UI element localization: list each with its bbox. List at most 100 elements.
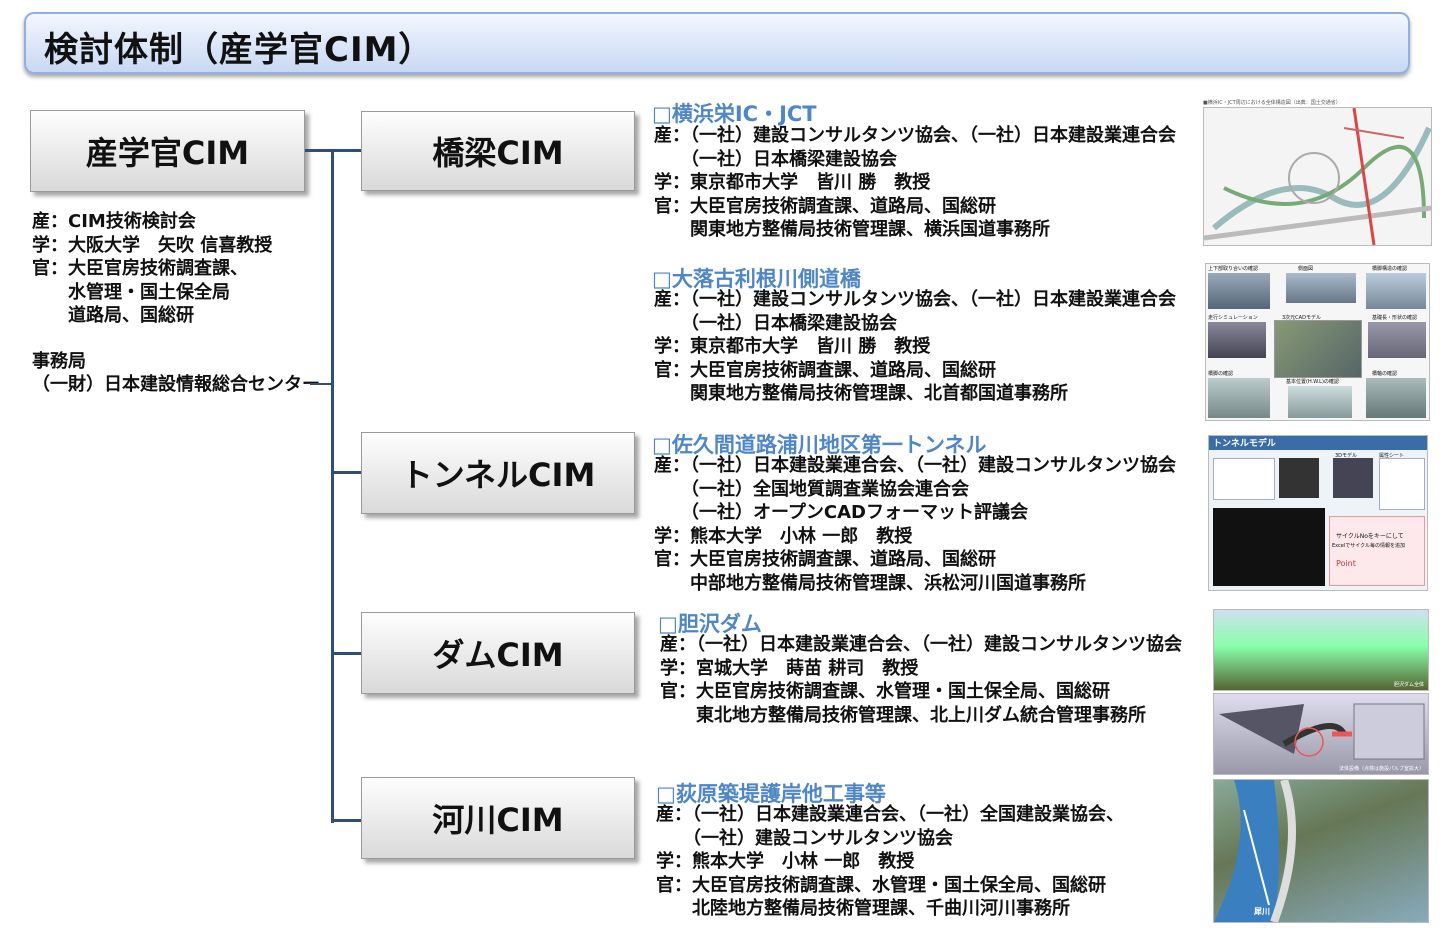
connector-tunnel <box>331 471 361 474</box>
thumb-dam-overview: 胆沢ダム全体 <box>1213 609 1429 691</box>
office-label: 事務局 <box>32 351 86 372</box>
tunnel-panel <box>1379 458 1425 510</box>
river-drawing <box>1214 780 1296 922</box>
tunnel-panel <box>1279 458 1319 498</box>
collage-label: 橋脚構造の確認 <box>1372 266 1408 272</box>
detail-line: 産：（一社）日本建設業連合会、（一社）全国建設業協会、 <box>656 804 1124 825</box>
project-title-isawa: □胆沢ダム <box>658 612 762 636</box>
project-details-ootoshi: 産：（一社）建設コンサルタンツ協会、（一社）日本建設業連合会 （一社）日本橋梁建… <box>654 288 1176 406</box>
collage-label: 基本位置(H.W.L)の確認 <box>1286 379 1339 385</box>
collage-panel <box>1208 273 1270 309</box>
tunnel-point: Point <box>1336 559 1356 568</box>
box-dam-label: ダムCIM <box>432 636 564 674</box>
collage-label: 3次元CADモデル <box>1282 315 1321 321</box>
detail-line: 学：東京都市大学 皆川 勝 教授 <box>654 172 931 193</box>
detail-line: （一社）建設コンサルタンツ協会 <box>656 827 953 849</box>
main-info: 産：CIM技術検討会 学：大阪大学 矢吹 信喜教授 官：大臣官房技術調査課、 水… <box>32 210 272 328</box>
jct-caption: ■横浜IC・JCT周辺における全体構造図（出典：国土交通省） <box>1203 100 1341 106</box>
tunnel-label: 3Dモデル <box>1335 453 1358 459</box>
connector-dam <box>331 652 361 655</box>
tunnel-panel <box>1213 458 1275 500</box>
page-title: 検討体制（産学官CIM） <box>44 30 434 70</box>
detail-line: 学：宮城大学 蒔苗 耕司 教授 <box>660 657 919 679</box>
box-bridge-cim: 橋梁CIM <box>361 111 635 191</box>
main-info-line: 産：CIM技術検討会 <box>32 211 196 232</box>
dam-label: 法体設備（点検は施設パルブ室拡大） <box>1338 766 1424 772</box>
river-label: 犀川 <box>1254 907 1270 916</box>
detail-line: 関東地方整備局技術管理課、横浜国道事務所 <box>654 219 1050 240</box>
collage-panel <box>1366 273 1426 309</box>
tunnel-note: Excelでサイクル毎の情報を追加 <box>1332 543 1405 549</box>
thumb-tunnel-model: トンネルモデル 3Dモデル 属性シート サイクルNoをキーにして Excelでサ… <box>1208 435 1428 591</box>
collage-panel <box>1286 273 1356 303</box>
detail-line: 産：（一社）日本建設業連合会、（一社）建設コンサルタンツ協会 <box>660 634 1182 655</box>
tunnel-title: トンネルモデル <box>1209 436 1427 450</box>
collage-label: 側面図 <box>1298 266 1314 272</box>
office-name: （一財）日本建設情報総合センター <box>32 374 320 395</box>
box-dam-cim: ダムCIM <box>361 612 635 694</box>
collage-label: 基礎長・形状の確認 <box>1372 315 1418 321</box>
project-title-sakuma: □佐久間道路浦川地区第一トンネル <box>652 433 987 457</box>
thumb-river-model: 犀川 <box>1213 779 1429 923</box>
collage-panel <box>1208 378 1270 418</box>
thumb-dam-detail: 法体設備（点検は施設パルブ室拡大） <box>1213 693 1429 775</box>
collage-label: 橋脚の確認 <box>1208 371 1234 377</box>
main-box-label: 産学官CIM <box>85 134 250 172</box>
collage-panel <box>1368 322 1426 358</box>
collage-label: 橋軸の確認 <box>1372 371 1398 377</box>
main-info-line: 水管理・国土保全局 <box>32 281 230 303</box>
main-box: 産学官CIM <box>30 110 305 192</box>
detail-line: 官：大臣官房技術調査課、水管理・国土保全局、国総研 <box>656 874 1106 896</box>
thumb-bridge-collage: 上下部取り合いの確認 側面図 橋脚構造の確認 走行シミュレーション 3次元CAD… <box>1205 263 1430 421</box>
detail-line: （一社）日本橋梁建設協会 <box>654 312 897 334</box>
detail-line: 北陸地方整備局技術管理課、千曲川河川事務所 <box>656 898 1070 919</box>
project-title-ootoshi: □大落古利根川側道橋 <box>652 267 861 291</box>
detail-line: 産：（一社）建設コンサルタンツ協会、（一社）日本建設業連合会 <box>654 289 1176 310</box>
main-info-line: 道路局、国総研 <box>32 305 194 326</box>
detail-line: 官：大臣官房技術調査課、道路局、国総研 <box>654 195 996 217</box>
collage-panel <box>1288 386 1352 418</box>
detail-line: 官：大臣官房技術調査課、道路局、国総研 <box>654 549 996 570</box>
detail-line: 産：（一社）建設コンサルタンツ協会、（一社）日本建設業連合会 <box>654 125 1176 146</box>
connector-bridge <box>331 149 361 152</box>
project-details-isawa: 産：（一社）日本建設業連合会、（一社）建設コンサルタンツ協会 学：宮城大学 蒔苗… <box>660 633 1182 727</box>
tunnel-panel <box>1333 458 1373 498</box>
tunnel-note-box: サイクルNoをキーにして Excelでサイクル毎の情報を追加 Point <box>1329 516 1425 586</box>
detail-line: 官：大臣官房技術調査課、水管理・国土保全局、国総研 <box>660 681 1110 702</box>
tunnel-note: サイクルNoをキーにして <box>1336 533 1404 540</box>
tunnel-3d-view <box>1213 508 1325 586</box>
collage-panel <box>1366 378 1426 418</box>
tunnel-label: 属性シート <box>1379 453 1405 459</box>
detail-line: 学：東京都市大学 皆川 勝 教授 <box>654 336 931 357</box>
title-banner: 検討体制（産学官CIM） <box>24 12 1410 74</box>
collage-label: 走行シミュレーション <box>1208 315 1258 321</box>
collage-center-image <box>1274 320 1362 378</box>
detail-line: 中部地方整備局技術管理課、浜松河川国道事務所 <box>654 572 1086 594</box>
detail-line: （一社）日本橋梁建設協会 <box>654 148 897 170</box>
box-bridge-label: 橋梁CIM <box>432 134 564 172</box>
main-info-line: 官：大臣官房技術調査課、 <box>32 258 248 279</box>
dam-label: 胆沢ダム全体 <box>1393 682 1424 688</box>
dam-pipe-drawing <box>1219 703 1425 760</box>
detail-line: 東北地方整備局技術管理課、北上川ダム統合管理事務所 <box>660 704 1146 726</box>
project-title-ogihara: □荻原築堤護岸他工事等 <box>656 782 886 806</box>
jct-drawing <box>1204 108 1431 245</box>
box-river-label: 河川CIM <box>432 801 564 839</box>
detail-line: 学：熊本大学 小林 一郎 教授 <box>656 851 915 872</box>
collage-panel <box>1208 322 1266 358</box>
box-tunnel-cim: トンネルCIM <box>361 432 635 514</box>
detail-line: 関東地方整備局技術管理課、北首都国道事務所 <box>654 383 1068 404</box>
connector-office <box>310 383 334 385</box>
box-river-cim: 河川CIM <box>361 777 635 859</box>
thumb-jct-image <box>1203 107 1432 246</box>
box-tunnel-label: トンネルCIM <box>400 456 596 494</box>
project-details-sakuma: 産：（一社）日本建設業連合会、（一社）建設コンサルタンツ協会 （一社）全国地質調… <box>654 454 1176 595</box>
detail-line: 官：大臣官房技術調査課、道路局、国総研 <box>654 359 996 381</box>
main-info-line: 学：大阪大学 矢吹 信喜教授 <box>32 234 273 256</box>
detail-line: （一社）全国地質調査業協会連合会 <box>654 478 969 500</box>
detail-line: 産：（一社）日本建設業連合会、（一社）建設コンサルタンツ協会 <box>654 455 1176 476</box>
connector-river <box>331 819 361 822</box>
connector-trunk <box>331 149 334 823</box>
project-details-yokohama: 産：（一社）建設コンサルタンツ協会、（一社）日本建設業連合会 （一社）日本橋梁建… <box>654 124 1176 242</box>
connector-main <box>305 149 333 152</box>
